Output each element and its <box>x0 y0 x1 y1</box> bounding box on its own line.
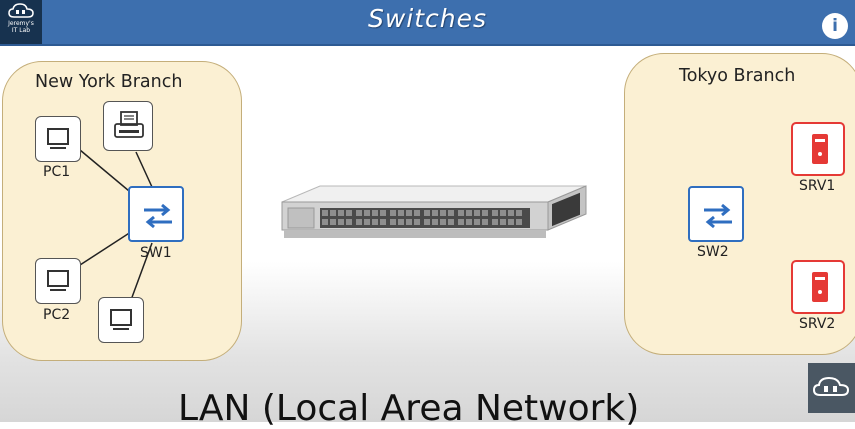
link-printer-sw1 <box>135 151 153 188</box>
srv2-device[interactable] <box>791 260 845 314</box>
pc-icon <box>47 128 69 149</box>
sw2-device[interactable] <box>688 186 744 242</box>
branch-title-new-york: New York Branch <box>35 72 183 92</box>
link-pc2-sw1 <box>79 229 135 266</box>
lan-caption: LAN (Local Area Network) <box>178 388 640 429</box>
printer-device[interactable] <box>103 101 153 151</box>
sw2-label: SW2 <box>697 244 729 260</box>
srv1-label: SRV1 <box>799 178 836 194</box>
printer-icon <box>114 111 144 138</box>
channel-watermark <box>808 363 855 413</box>
pc1-label: PC1 <box>43 164 71 180</box>
network-switch-photo <box>281 185 587 238</box>
pc2-label: PC2 <box>43 307 71 323</box>
link-pc3-sw1 <box>130 242 153 301</box>
link-pc1-sw1 <box>79 149 136 197</box>
pc2-device[interactable] <box>35 258 81 304</box>
sw1-label: SW1 <box>140 245 172 261</box>
pc-icon <box>47 270 69 291</box>
pc1-device[interactable] <box>35 116 81 162</box>
srv1-device[interactable] <box>791 122 845 176</box>
switch-icon <box>704 203 732 229</box>
server-icon <box>812 272 828 302</box>
info-icon[interactable]: i <box>822 13 848 39</box>
cloud-logo-icon <box>8 3 34 18</box>
server-icon <box>812 134 828 164</box>
branch-title-tokyo: Tokyo Branch <box>679 66 796 86</box>
logo-text-line1: Jeremy's <box>8 20 34 27</box>
logo-text-line2: IT Lab <box>11 27 31 34</box>
channel-logo: Jeremy's IT Lab <box>0 0 42 44</box>
cloud-logo-icon <box>812 376 850 396</box>
pc-icon <box>110 309 132 330</box>
title-bar: Jeremy's IT Lab Switches i <box>0 0 855 46</box>
page-title: Switches <box>367 4 488 33</box>
srv2-label: SRV2 <box>799 316 836 332</box>
switch-icon <box>144 203 172 229</box>
sw1-device[interactable] <box>128 186 184 242</box>
pc3-device[interactable] <box>98 297 144 343</box>
